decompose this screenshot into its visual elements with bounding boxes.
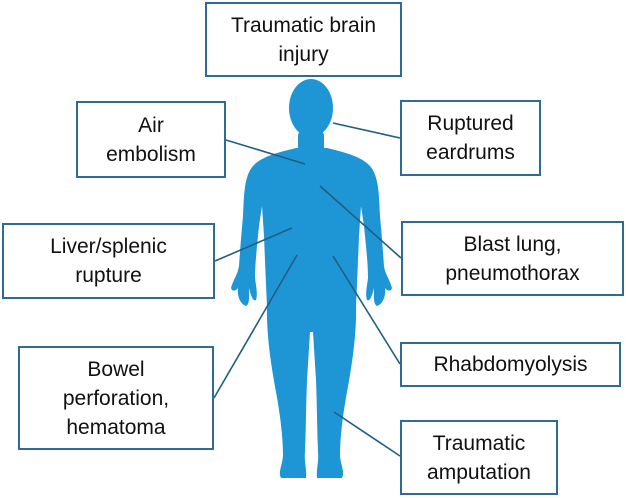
connector-air-embolism xyxy=(225,139,306,165)
label-blast-lung-pneumothorax: Blast lung, pneumothorax xyxy=(401,221,624,296)
body-legs xyxy=(266,300,357,478)
label-traumatic-brain-injury: Traumatic brain injury xyxy=(205,2,402,77)
human-body-silhouette xyxy=(231,79,392,478)
connector-rhabdomyolysis xyxy=(332,255,401,365)
connector-blast-lung xyxy=(319,185,402,259)
label-air-embolism: Air embolism xyxy=(76,101,226,178)
connector-lines xyxy=(213,122,402,457)
connector-liver-rupture xyxy=(214,227,293,262)
connector-bowel-perforation xyxy=(213,254,298,399)
label-ruptured-eardrums: Ruptured eardrums xyxy=(400,100,541,176)
label-rhabdomyolysis: Rhabdomyolysis xyxy=(400,342,621,387)
connector-traumatic-amputation xyxy=(333,411,401,457)
connector-ruptured-eardrums xyxy=(332,122,401,139)
body-head xyxy=(289,79,333,137)
body-torso-arms xyxy=(231,148,392,306)
label-liver-splenic-rupture: Liver/splenic rupture xyxy=(2,223,215,299)
label-bowel-perforation-hematoma: Bowel perforation, hematoma xyxy=(18,346,214,450)
label-traumatic-amputation: Traumatic amputation xyxy=(400,420,558,495)
